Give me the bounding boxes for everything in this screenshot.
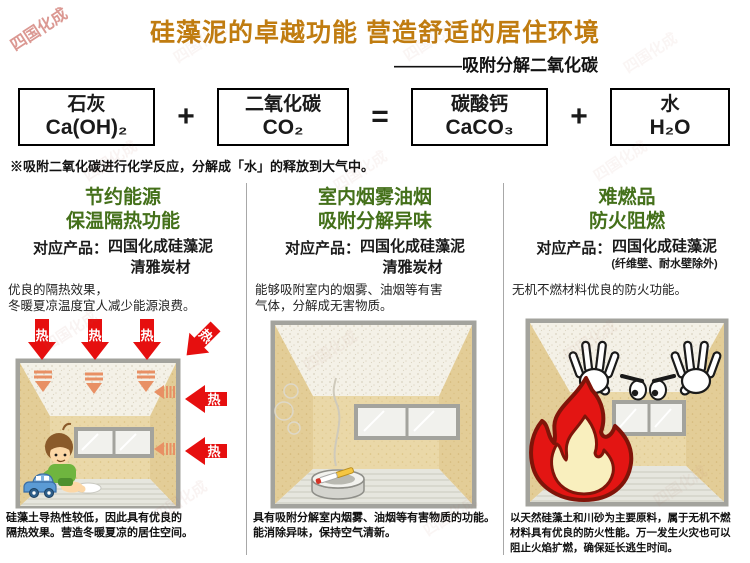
smoke-icon [274, 377, 341, 467]
term-formula: CO₂ [262, 116, 304, 139]
ashtray-icon [311, 467, 365, 500]
heat-arrow-icon: 热 [133, 319, 161, 360]
heat-label: 热 [207, 444, 220, 459]
term-formula: H₂O [649, 116, 691, 139]
product-name-exception: (纤维壁、耐水壁除外) [611, 258, 718, 270]
column-description: 优良的隔热效果， 冬暖夏凉温度宜人减少能源浪费。 [8, 283, 196, 313]
term-name: 石灰 [67, 94, 106, 115]
hand-icon [568, 340, 620, 396]
page-title: 硅藻泥的卓越功能 营造舒适的居住环境 [150, 19, 600, 47]
room-illustration-fire [504, 316, 750, 509]
equation-term-water: 水 H₂O [610, 88, 730, 146]
heat-label: 热 [207, 392, 220, 407]
product-name: 四国化成硅藻泥 [108, 238, 214, 255]
heat-arrow-icon: 热 [28, 319, 56, 360]
equation-term-co2: 二氧化碳 CO₂ [217, 88, 349, 146]
room-illustration-smoke [247, 316, 503, 509]
plus-sign: + [570, 100, 588, 133]
cigarette-icon [315, 467, 354, 484]
term-name: 碳酸钙 [450, 94, 508, 115]
room-illustration-insulation: 热 热 热 热 热 [0, 316, 246, 509]
product-name: 四国化成硅藻泥 [612, 238, 718, 255]
eyes-icon [620, 374, 676, 401]
term-formula: CaCO₃ [445, 116, 514, 139]
plus-sign: + [177, 100, 195, 133]
equation-note: ※吸附二氧化碳进行化学反应，分解成「水」的释放到大气中。 [10, 159, 375, 174]
window-icon [354, 404, 460, 440]
toy-car-icon [23, 473, 57, 498]
column-heading: 节约能源 保温隔热功能 [65, 187, 180, 232]
product-block: 对应产品： 四国化成硅藻泥 清雅炭材 [247, 236, 503, 282]
page-subtitle: ————吸附分解二氧化碳 [394, 56, 598, 75]
column-fireproof: 难燃品 防火阻燃 对应产品： 四国化成硅藻泥 (纤维壁、耐水壁除外) 无机不燃材… [503, 183, 750, 555]
column-heading: 室内烟雾油烟 吸附分解异味 [317, 187, 432, 232]
child-icon [37, 422, 102, 494]
column-description: 能够吸附室内的烟雾、油烟等有害 气体，分解成无害物质。 [255, 283, 443, 313]
column-description: 无机不燃材料优良的防火功能。 [512, 283, 688, 297]
feature-columns: 节约能源 保温隔热功能 对应产品： 四国化成硅藻泥 清雅炭材 优良的隔热效果， … [0, 183, 750, 555]
column-caption: 以天然硅藻土和川砂为主要原料，属于无机不燃 材料具有优良的防火性能。万一发生火灾… [510, 512, 731, 554]
term-name: 水 [660, 94, 680, 115]
column-caption: 硅藻土导热性较低，因此具有优良的 隔热效果。营造冬暖夏凉的居住空间。 [6, 512, 193, 539]
equals-sign: = [371, 100, 389, 133]
product-name: 四国化成硅藻泥 [360, 238, 466, 255]
product-label: 对应产品： [284, 240, 360, 257]
equation-term-caco3: 碳酸钙 CaCO₃ [411, 88, 548, 146]
heat-arrow-icon: 热 [186, 321, 221, 356]
product-name-2: 清雅炭材 [382, 259, 443, 276]
heat-blocked-icon [34, 370, 155, 381]
term-name: 二氧化碳 [244, 94, 321, 115]
column-insulation: 节约能源 保温隔热功能 对应产品： 四国化成硅藻泥 清雅炭材 优良的隔热效果， … [0, 183, 246, 555]
heat-label: 热 [35, 328, 48, 343]
room-icon [270, 320, 477, 509]
term-formula: Ca(OH)₂ [45, 116, 128, 139]
product-name-2: 清雅炭材 [130, 259, 191, 276]
window-icon [74, 427, 154, 458]
equation-term-lime: 石灰 Ca(OH)₂ [18, 88, 155, 146]
product-label: 对应产品： [32, 240, 108, 257]
hand-icon [670, 340, 722, 396]
heat-label: 热 [140, 328, 153, 343]
column-caption: 具有吸附分解室内烟雾、油烟等有害物质的功能。 能消除异味，保持空气清新。 [253, 512, 495, 539]
heat-arrow-icon: 热 [185, 385, 227, 413]
window-icon [612, 400, 686, 436]
heat-blocked-dashes [166, 386, 175, 455]
heat-arrow-icon: 热 [81, 319, 109, 360]
heat-label: 热 [88, 328, 101, 343]
column-deodorize: 室内烟雾油烟 吸附分解异味 对应产品： 四国化成硅藻泥 清雅炭材 能够吸附室内的… [246, 183, 503, 555]
column-heading: 难燃品 防火阻燃 [588, 187, 665, 232]
chemical-equation: 石灰 Ca(OH)₂ + 二氧化碳 CO₂ = 碳酸钙 CaCO₃ + 水 H₂… [0, 85, 750, 149]
flame-icon [529, 376, 634, 502]
product-block: 对应产品： 四国化成硅藻泥 (纤维壁、耐水壁除外) [504, 236, 750, 282]
heat-arrow-icon: 热 [185, 437, 227, 465]
heat-blocked-arrowheads [35, 381, 164, 456]
product-label: 对应产品： [536, 240, 612, 257]
product-block: 对应产品： 四国化成硅藻泥 清雅炭材 [0, 236, 246, 282]
